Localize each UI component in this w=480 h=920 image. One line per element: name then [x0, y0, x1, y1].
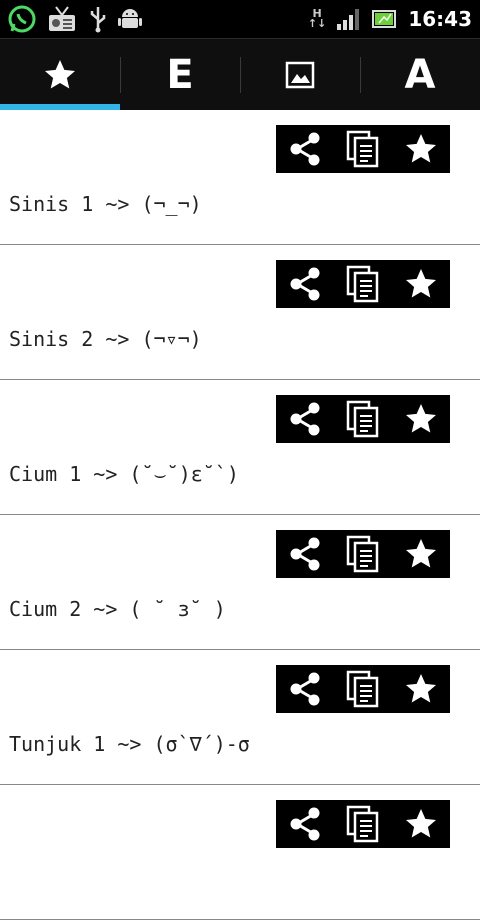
- copy-icon: [346, 265, 379, 303]
- list-item: Sinis 1 ~> (¬_¬): [0, 110, 480, 245]
- share-button[interactable]: [283, 802, 327, 846]
- emoticon-text: Cium 2 ~> ( ˘ ɜ˘ ): [9, 597, 226, 621]
- item-actions: [276, 260, 450, 308]
- share-icon: [290, 672, 320, 706]
- share-icon: [290, 807, 320, 841]
- usb-icon: [90, 7, 106, 33]
- tab-bar: E A: [0, 38, 480, 111]
- emoticon-text: Tunjuk 1 ~> (σ`∇´)-σ: [9, 732, 250, 756]
- radio-icon: [49, 6, 75, 31]
- copy-button[interactable]: [341, 127, 385, 171]
- share-icon: [290, 267, 320, 301]
- favorite-button[interactable]: [399, 397, 443, 441]
- favorite-button[interactable]: [399, 667, 443, 711]
- share-button[interactable]: [283, 667, 327, 711]
- share-button[interactable]: [283, 127, 327, 171]
- emoticon-list: Sinis 1 ~> (¬_¬): [0, 110, 480, 920]
- item-actions: [276, 395, 450, 443]
- copy-button[interactable]: [341, 262, 385, 306]
- item-actions: [276, 800, 450, 848]
- favorite-button[interactable]: [399, 127, 443, 171]
- copy-icon: [346, 805, 379, 843]
- system-icons: H ↑↓ 16:43: [308, 4, 472, 34]
- list-item: Tunjuk 1 ~> (σ`∇´)-σ: [0, 650, 480, 785]
- network-h-icon: H ↑↓: [307, 7, 327, 30]
- notification-icons: [8, 4, 142, 34]
- list-item: Sinis 2 ~> (¬▿¬): [0, 245, 480, 380]
- share-button[interactable]: [283, 262, 327, 306]
- list-item: Cium 1 ~> (˘⌣˘)ε˘`): [0, 380, 480, 515]
- item-actions: [276, 665, 450, 713]
- item-actions: [276, 125, 450, 173]
- emoticon-text: Sinis 1 ~> (¬_¬): [9, 192, 202, 216]
- image-icon: [285, 61, 315, 89]
- share-icon: [290, 402, 320, 436]
- copy-button[interactable]: [341, 532, 385, 576]
- favorite-icon: [406, 674, 436, 703]
- favorite-icon: [406, 539, 436, 568]
- list-item: Cium 2 ~> ( ˘ ɜ˘ ): [0, 515, 480, 650]
- tab-a[interactable]: A: [360, 39, 480, 111]
- copy-button[interactable]: [341, 397, 385, 441]
- share-icon: [290, 132, 320, 166]
- tab-image[interactable]: [240, 39, 360, 111]
- android-icon: [118, 9, 142, 28]
- copy-button[interactable]: [341, 802, 385, 846]
- copy-icon: [346, 130, 379, 168]
- selected-tab-indicator: [0, 104, 120, 111]
- share-button[interactable]: [283, 532, 327, 576]
- signal-icon: [337, 9, 360, 30]
- favorite-icon: [406, 404, 436, 433]
- emoticon-text: Sinis 2 ~> (¬▿¬): [9, 327, 202, 351]
- copy-icon: [346, 670, 379, 708]
- tab-divider: [360, 57, 361, 93]
- favorite-button[interactable]: [399, 262, 443, 306]
- whatsapp-icon: [8, 5, 36, 33]
- copy-icon: [346, 535, 379, 573]
- item-actions: [276, 530, 450, 578]
- emoticon-text: Cium 1 ~> (˘⌣˘)ε˘`): [9, 462, 239, 486]
- copy-button[interactable]: [341, 667, 385, 711]
- copy-icon: [346, 400, 379, 438]
- tab-label: E: [166, 52, 194, 98]
- favorite-icon: [406, 809, 436, 838]
- tab-label: A: [404, 52, 436, 98]
- share-icon: [290, 537, 320, 571]
- tab-divider: [240, 57, 241, 93]
- tab-favorites[interactable]: [0, 39, 120, 111]
- favorite-button[interactable]: [399, 532, 443, 576]
- network-arrows: ↑↓: [307, 17, 327, 30]
- share-button[interactable]: [283, 397, 327, 441]
- favorite-icon: [406, 269, 436, 298]
- network-type-label: H: [312, 7, 322, 20]
- tab-divider: [120, 57, 121, 93]
- clock: 16:43: [408, 7, 472, 31]
- status-bar: H ↑↓ 16:43: [0, 0, 480, 38]
- tab-e[interactable]: E: [120, 39, 240, 111]
- star-icon: [45, 60, 75, 89]
- list-item: [0, 785, 480, 920]
- battery-icon: [372, 10, 397, 28]
- favorite-button[interactable]: [399, 802, 443, 846]
- favorite-icon: [406, 134, 436, 163]
